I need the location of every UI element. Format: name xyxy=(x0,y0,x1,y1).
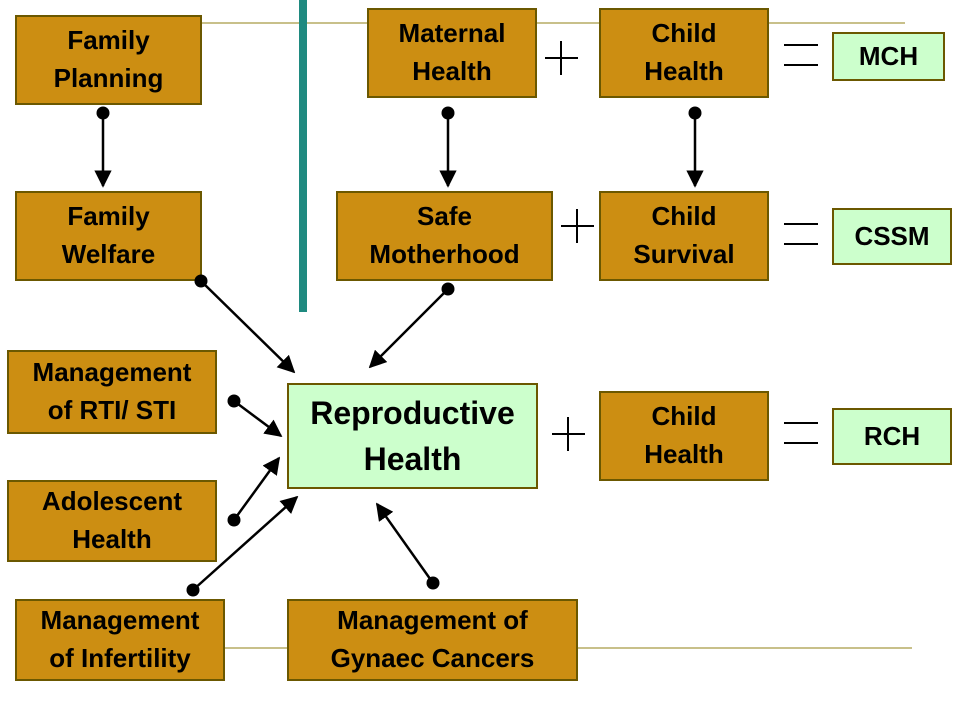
arrow-infertility-to-reproductive xyxy=(192,495,299,591)
child-health-rch-line-2: Health xyxy=(644,439,724,469)
maternal-health-line-1: Maternal xyxy=(398,18,506,49)
reproductive-health-box: Reproductive Health xyxy=(287,383,538,489)
plus-sign-row-3 xyxy=(552,417,585,451)
equals-sign-row-2 xyxy=(784,223,818,245)
gynaec-cancers-line-2: Gynaec Cancers xyxy=(330,643,535,673)
mch-label: MCH xyxy=(858,40,919,71)
equals-sign-row-3 xyxy=(784,422,818,444)
infertility-line-1: Management xyxy=(40,605,200,636)
equals-sign-row-1 xyxy=(784,44,818,66)
child-health-top-line-2: Health xyxy=(644,56,724,86)
adolescent-health-line-1: Adolescent xyxy=(41,486,183,517)
child-health-rch-line-1: Child xyxy=(651,401,717,432)
vertical-divider xyxy=(299,0,307,312)
arrow-gynaec-to-reproductive xyxy=(375,502,435,584)
family-planning-line-1: Family xyxy=(67,25,150,56)
gynaec-cancers-line-1: Management of xyxy=(337,605,528,636)
maternal-health-box: Maternal Health xyxy=(367,8,537,98)
rch-box: RCH xyxy=(832,408,952,465)
child-health-top-line-1: Child xyxy=(651,18,717,49)
reproductive-health-line-2: Health xyxy=(363,441,462,477)
connector-dot xyxy=(194,274,208,288)
connector-dot xyxy=(227,513,241,527)
arrow-adolescent-to-reproductive xyxy=(232,456,281,521)
maternal-health-line-2: Health xyxy=(412,56,492,86)
family-welfare-line-2: Welfare xyxy=(61,239,156,269)
connector-dot xyxy=(688,106,702,120)
infertility-line-2: of Infertility xyxy=(49,643,191,673)
rti-sti-line-1: Management xyxy=(32,357,192,388)
top-rule-line xyxy=(200,22,905,24)
connector-dot xyxy=(227,394,241,408)
family-planning-line-2: Planning xyxy=(53,63,164,93)
child-health-top-box: Child Health xyxy=(599,8,769,98)
safe-motherhood-line-2: Motherhood xyxy=(369,239,520,269)
reproductive-health-line-1: Reproductive xyxy=(310,394,515,431)
child-survival-box: Child Survival xyxy=(599,191,769,281)
arrow-welfare-to-reproductive xyxy=(200,280,296,374)
connector-dot xyxy=(96,106,110,120)
arrow-rti-to-reproductive xyxy=(233,399,283,438)
mch-box: MCH xyxy=(832,32,945,81)
rti-sti-line-2: of RTI/ STI xyxy=(47,395,177,425)
plus-sign-row-2 xyxy=(561,209,594,243)
connector-dot xyxy=(441,106,455,120)
adolescent-health-line-2: Health xyxy=(72,524,152,554)
rch-label: RCH xyxy=(863,420,921,451)
adolescent-health-box: Adolescent Health xyxy=(7,480,217,562)
child-survival-line-2: Survival xyxy=(633,239,735,269)
child-health-rch-box: Child Health xyxy=(599,391,769,481)
connector-dot xyxy=(441,282,455,296)
infertility-box: Management of Infertility xyxy=(15,599,225,681)
gynaec-cancers-box: Management of Gynaec Cancers xyxy=(287,599,578,681)
safe-motherhood-line-1: Safe xyxy=(417,201,472,232)
family-welfare-line-1: Family xyxy=(67,201,150,232)
safe-motherhood-box: Safe Motherhood xyxy=(336,191,553,281)
cssm-box: CSSM xyxy=(832,208,952,265)
cssm-label: CSSM xyxy=(854,220,930,251)
rti-sti-box: Management of RTI/ STI xyxy=(7,350,217,434)
arrow-safe-motherhood-to-reproductive xyxy=(368,288,449,369)
plus-sign-row-1 xyxy=(545,41,578,75)
family-welfare-box: Family Welfare xyxy=(15,191,202,281)
connector-dot xyxy=(186,583,200,597)
family-planning-box: Family Planning xyxy=(15,15,202,105)
child-survival-line-1: Child xyxy=(651,201,717,232)
connector-dot xyxy=(426,576,440,590)
